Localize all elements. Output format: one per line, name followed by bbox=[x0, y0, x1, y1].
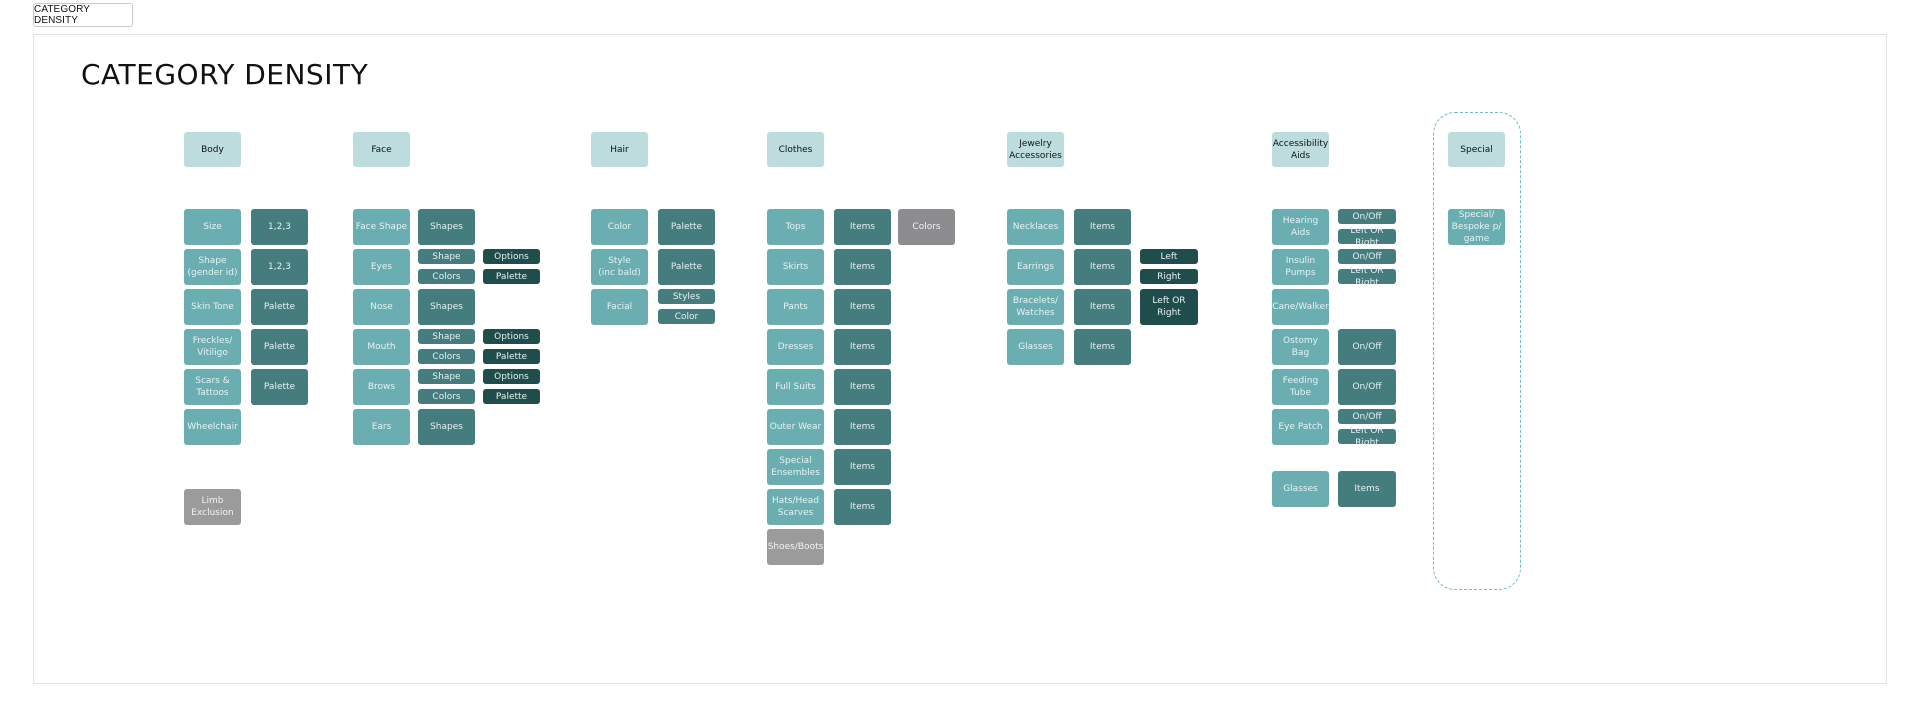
option-mouth-shape[interactable]: Shape bbox=[418, 329, 475, 344]
detail-brows-options[interactable]: Options bbox=[483, 369, 540, 384]
option-earrings[interactable]: Items bbox=[1074, 249, 1131, 285]
category-ostomy-bag[interactable]: Ostomy Bag bbox=[1272, 329, 1329, 365]
option-hearing-aids-toggle[interactable]: On/Off bbox=[1338, 209, 1396, 224]
tab-category-density[interactable]: CATEGORY DENSITY bbox=[33, 3, 133, 27]
option-pants[interactable]: Items bbox=[834, 289, 891, 325]
option-ears[interactable]: Shapes bbox=[418, 409, 475, 445]
detail-earrings-left[interactable]: Left bbox=[1140, 249, 1198, 264]
option-mouth-colors[interactable]: Colors bbox=[418, 349, 475, 364]
category-limb-exclusion[interactable]: Limb Exclusion bbox=[184, 489, 241, 525]
category-shape[interactable]: Shape (gender id) bbox=[184, 249, 241, 285]
column-header-clothes: Clothes bbox=[767, 132, 824, 167]
category-hearing-aids[interactable]: Hearing Aids bbox=[1272, 209, 1329, 245]
category-skirts[interactable]: Skirts bbox=[767, 249, 824, 285]
option-necklaces[interactable]: Items bbox=[1074, 209, 1131, 245]
detail-bracelets-left-or-right[interactable]: Left OR Right bbox=[1140, 289, 1198, 325]
option-hats-head-scarves[interactable]: Items bbox=[834, 489, 891, 525]
option-special-ensembles[interactable]: Items bbox=[834, 449, 891, 485]
category-freckles[interactable]: Freckles/ Vitiligo bbox=[184, 329, 241, 365]
option-outer-wear[interactable]: Items bbox=[834, 409, 891, 445]
option-brows-colors[interactable]: Colors bbox=[418, 389, 475, 404]
option-eye-patch-side[interactable]: Left OR Right bbox=[1338, 426, 1396, 448]
option-face-shape[interactable]: Shapes bbox=[418, 209, 475, 245]
option-insulin-pumps-toggle[interactable]: On/Off bbox=[1338, 249, 1396, 264]
option-hair-style[interactable]: Palette bbox=[658, 249, 715, 285]
option-full-suits[interactable]: Items bbox=[834, 369, 891, 405]
category-scars-tattoos[interactable]: Scars & Tattoos bbox=[184, 369, 241, 405]
category-face-shape[interactable]: Face Shape bbox=[353, 209, 410, 245]
category-tops[interactable]: Tops bbox=[767, 209, 824, 245]
option-feeding-tube[interactable]: On/Off bbox=[1338, 369, 1396, 405]
detail-mouth-options[interactable]: Options bbox=[483, 329, 540, 344]
category-feeding-tube[interactable]: Feeding Tube bbox=[1272, 369, 1329, 405]
category-pants[interactable]: Pants bbox=[767, 289, 824, 325]
category-size[interactable]: Size bbox=[184, 209, 241, 245]
category-earrings[interactable]: Earrings bbox=[1007, 249, 1064, 285]
option-bracelets-watches[interactable]: Items bbox=[1074, 289, 1131, 325]
category-necklaces[interactable]: Necklaces bbox=[1007, 209, 1064, 245]
category-brows[interactable]: Brows bbox=[353, 369, 410, 405]
option-scars-tattoos[interactable]: Palette bbox=[251, 369, 308, 405]
option-ostomy-bag[interactable]: On/Off bbox=[1338, 329, 1396, 365]
option-accessibility-glasses[interactable]: Items bbox=[1338, 471, 1396, 507]
column-header-face: Face bbox=[353, 132, 410, 167]
detail-earrings-right[interactable]: Right bbox=[1140, 269, 1198, 284]
category-full-suits[interactable]: Full Suits bbox=[767, 369, 824, 405]
column-header-accessibility: Accessibility Aids bbox=[1272, 132, 1329, 167]
detail-eyes-palette[interactable]: Palette bbox=[483, 269, 540, 284]
category-wheelchair[interactable]: Wheelchair bbox=[184, 409, 241, 445]
detail-brows-palette[interactable]: Palette bbox=[483, 389, 540, 404]
category-hair-style[interactable]: Style (inc bald) bbox=[591, 249, 648, 285]
option-hair-color[interactable]: Palette bbox=[658, 209, 715, 245]
page-title: CATEGORY DENSITY bbox=[81, 58, 369, 91]
option-jewelry-glasses[interactable]: Items bbox=[1074, 329, 1131, 365]
option-nose[interactable]: Shapes bbox=[418, 289, 475, 325]
option-brows-shape[interactable]: Shape bbox=[418, 369, 475, 384]
option-eyes-shape[interactable]: Shape bbox=[418, 249, 475, 264]
option-facial-styles[interactable]: Styles bbox=[658, 289, 715, 304]
option-tops-colors[interactable]: Colors bbox=[898, 209, 955, 245]
category-accessibility-glasses[interactable]: Glasses bbox=[1272, 471, 1329, 507]
column-header-body: Body bbox=[184, 132, 241, 167]
option-tops[interactable]: Items bbox=[834, 209, 891, 245]
category-facial-hair[interactable]: Facial bbox=[591, 289, 648, 325]
column-header-special: Special bbox=[1448, 132, 1505, 167]
board-frame bbox=[33, 34, 1887, 684]
category-insulin-pumps[interactable]: Insulin Pumps bbox=[1272, 249, 1329, 285]
category-eyes[interactable]: Eyes bbox=[353, 249, 410, 285]
option-insulin-pumps-side[interactable]: Left OR Right bbox=[1338, 266, 1396, 288]
category-special-bespoke[interactable]: Special/ Bespoke p/ game bbox=[1448, 209, 1505, 245]
option-eyes-colors[interactable]: Colors bbox=[418, 269, 475, 284]
category-bracelets-watches[interactable]: Bracelets/ Watches bbox=[1007, 289, 1064, 325]
option-skin-tone[interactable]: Palette bbox=[251, 289, 308, 325]
category-hats-head-scarves[interactable]: Hats/Head Scarves bbox=[767, 489, 824, 525]
option-eye-patch-toggle[interactable]: On/Off bbox=[1338, 409, 1396, 424]
option-freckles[interactable]: Palette bbox=[251, 329, 308, 365]
category-ears[interactable]: Ears bbox=[353, 409, 410, 445]
category-skin-tone[interactable]: Skin Tone bbox=[184, 289, 241, 325]
category-shoes-boots[interactable]: Shoes/Boots bbox=[767, 529, 824, 565]
category-cane-walker[interactable]: Cane/Walker bbox=[1272, 289, 1329, 325]
option-hearing-aids-side[interactable]: Left OR Right bbox=[1338, 226, 1396, 248]
option-dresses[interactable]: Items bbox=[834, 329, 891, 365]
option-facial-color[interactable]: Color bbox=[658, 309, 715, 324]
category-nose[interactable]: Nose bbox=[353, 289, 410, 325]
detail-eyes-options[interactable]: Options bbox=[483, 249, 540, 264]
column-header-hair: Hair bbox=[591, 132, 648, 167]
category-dresses[interactable]: Dresses bbox=[767, 329, 824, 365]
category-eye-patch[interactable]: Eye Patch bbox=[1272, 409, 1329, 445]
option-shape[interactable]: 1,2,3 bbox=[251, 249, 308, 285]
detail-mouth-palette[interactable]: Palette bbox=[483, 349, 540, 364]
category-outer-wear[interactable]: Outer Wear bbox=[767, 409, 824, 445]
category-mouth[interactable]: Mouth bbox=[353, 329, 410, 365]
category-hair-color[interactable]: Color bbox=[591, 209, 648, 245]
special-group-frame bbox=[1433, 112, 1521, 590]
option-size[interactable]: 1,2,3 bbox=[251, 209, 308, 245]
category-jewelry-glasses[interactable]: Glasses bbox=[1007, 329, 1064, 365]
option-skirts[interactable]: Items bbox=[834, 249, 891, 285]
column-header-jewelry: Jewelry Accessories bbox=[1007, 132, 1064, 167]
category-special-ensembles[interactable]: Special Ensembles bbox=[767, 449, 824, 485]
